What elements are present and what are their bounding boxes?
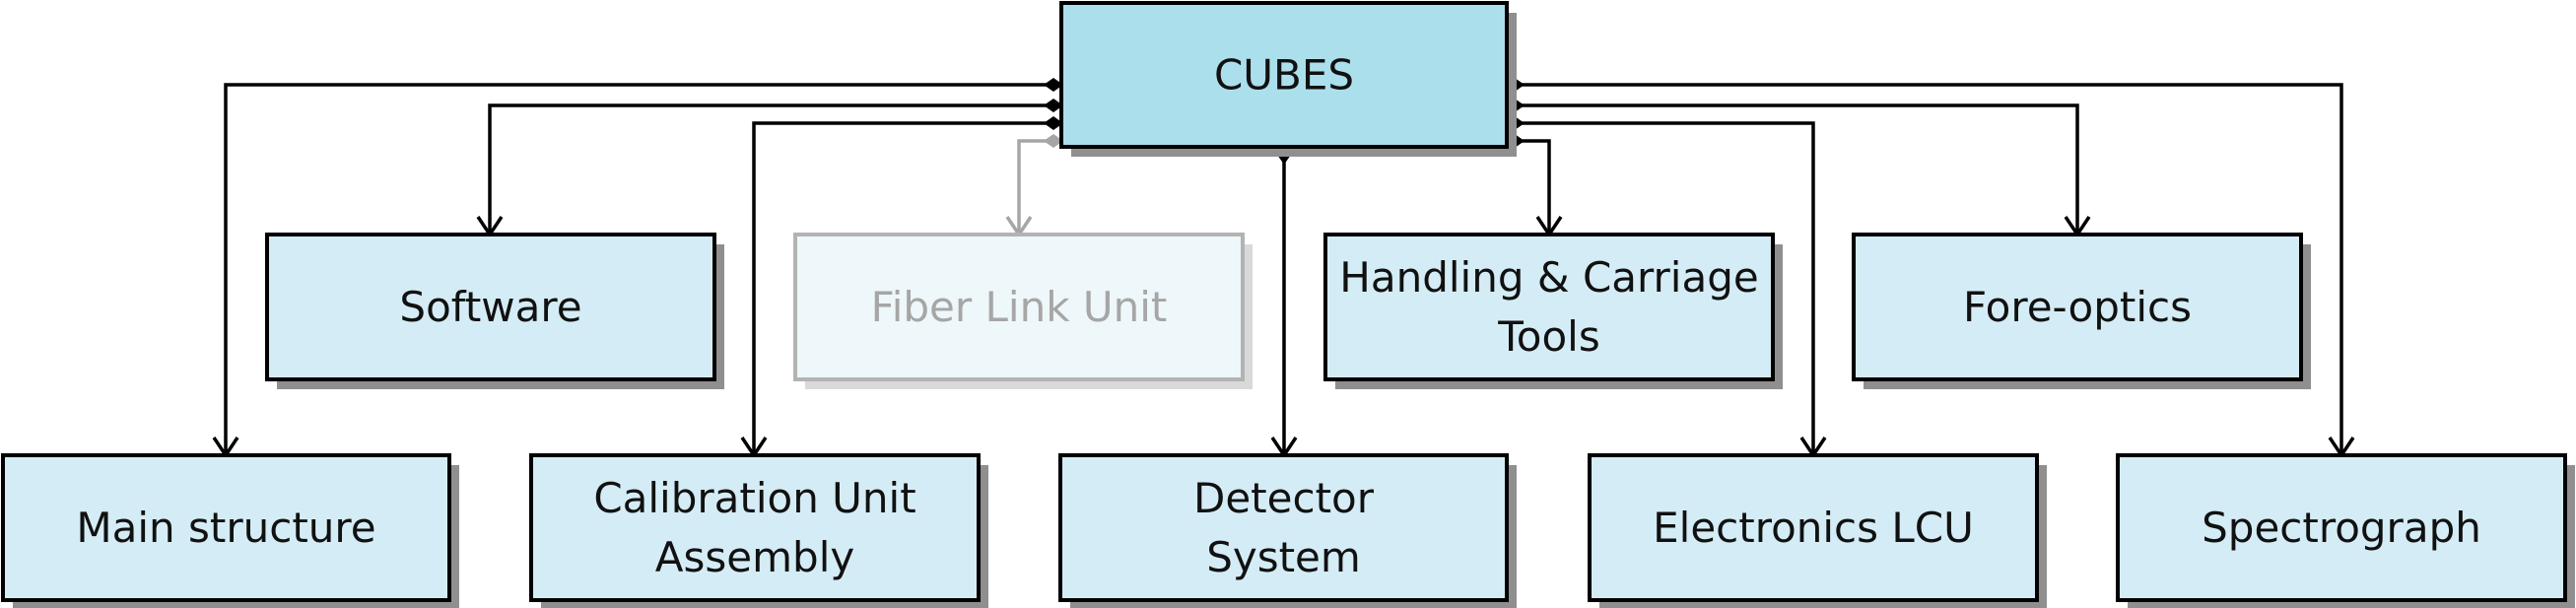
- node-box: [793, 233, 1245, 381]
- node-label: Fiber Link Unit: [871, 283, 1168, 331]
- node-box: [1852, 233, 2303, 381]
- connector-fore-optics: [1505, 99, 2091, 238]
- node-label: Detector: [1193, 474, 1375, 522]
- node-spectrograph: Spectrograph: [2116, 453, 2575, 608]
- node-label: Fore-optics: [1963, 283, 2192, 331]
- node-cubes: CUBES: [1059, 1, 1517, 157]
- connector-detector-system: [1270, 145, 1298, 459]
- node-box: [1059, 1, 1509, 149]
- node-label: Main structure: [76, 504, 375, 552]
- diamond-connector-icon: [1044, 134, 1063, 148]
- node-box: [1, 453, 451, 602]
- node-fore-optics: Fore-optics: [1852, 233, 2311, 389]
- diamond-connector-icon: [1044, 116, 1063, 130]
- node-box: [2116, 453, 2567, 602]
- node-label: Calibration Unit: [593, 474, 915, 522]
- node-box: [265, 233, 716, 381]
- node-label: CUBES: [1214, 51, 1354, 100]
- node-label: System: [1206, 533, 1361, 581]
- node-label: Handling & Carriage: [1339, 253, 1758, 302]
- connector-main-structure: [212, 78, 1063, 459]
- connector-line: [224, 83, 1061, 455]
- node-main-structure: Main structure: [1, 453, 459, 608]
- connector-fiber-link-unit: [1005, 134, 1063, 238]
- node-label: Electronics LCU: [1653, 504, 1974, 552]
- node-label: Assembly: [655, 533, 854, 581]
- node-label: Software: [399, 283, 581, 331]
- connector-line: [488, 103, 1061, 235]
- diamond-connector-icon: [1044, 78, 1063, 92]
- node-label: Tools: [1497, 312, 1599, 361]
- node-box: [1323, 233, 1775, 381]
- connector-line: [1507, 121, 1815, 455]
- node-box: [1058, 453, 1509, 602]
- connector-line: [1507, 83, 2343, 455]
- node-label: Spectrograph: [2202, 504, 2481, 552]
- connector-software: [476, 99, 1063, 238]
- node-fiber-link-unit: Fiber Link Unit: [793, 233, 1253, 389]
- connector-line: [752, 121, 1061, 455]
- diamond-connector-icon: [1044, 99, 1063, 112]
- connector-line: [1507, 103, 2079, 235]
- node-electronics-lcu: Electronics LCU: [1588, 453, 2047, 608]
- node-box: [529, 453, 981, 602]
- node-box: [1588, 453, 2039, 602]
- node-software: Software: [265, 233, 724, 389]
- connector-line: [1017, 139, 1061, 235]
